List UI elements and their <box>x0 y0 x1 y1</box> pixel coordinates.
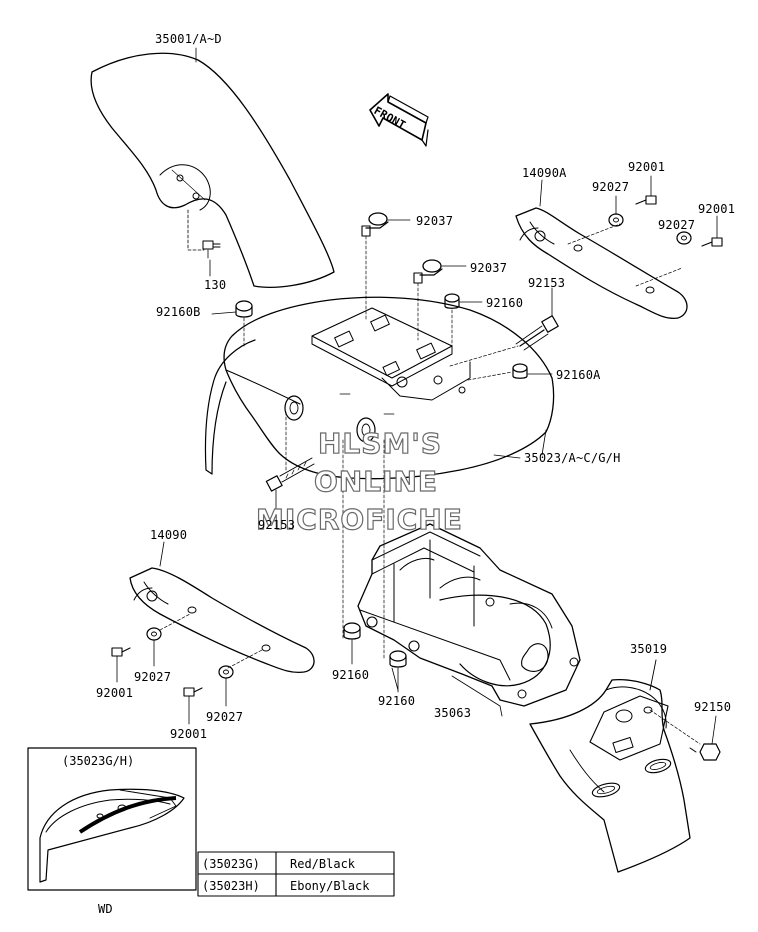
color-table-code-2: (35023H) <box>202 879 260 893</box>
label-damper-92160b: 92160B <box>156 305 201 319</box>
watermark-line-3: MICROFICHE <box>255 503 463 536</box>
label-damper-92160-top: 92160 <box>486 296 524 310</box>
label-washer-92027-b: 92027 <box>658 218 696 232</box>
washer-92027-icon <box>676 231 692 245</box>
bolt-92153-icon <box>449 287 559 367</box>
inset-box <box>27 747 197 891</box>
label-cover-14090: 14090 <box>150 528 188 542</box>
damper-92160-icon <box>343 622 361 665</box>
washer-92027-icon <box>608 195 624 227</box>
label-bolt-92153-left: 92153 <box>258 518 296 532</box>
label-washer-92027-a: 92027 <box>592 180 630 194</box>
bolt-92150-icon <box>689 715 721 761</box>
damper-92160-icon <box>444 293 483 347</box>
clamp-92037-icon <box>413 259 467 341</box>
side-cover-14090a <box>515 179 688 320</box>
label-washer-92027-d: 92027 <box>206 710 244 724</box>
watermark-line-2: ONLINE <box>313 465 439 498</box>
label-rear-fender: 35023/A~C/G/H <box>524 451 621 465</box>
washer-92027-icon <box>218 665 234 707</box>
side-cover-14090 <box>129 541 315 674</box>
label-washer-92027-c: 92027 <box>134 670 172 684</box>
label-front-fender: 35001/A~D <box>155 32 222 46</box>
front-fender <box>90 52 335 288</box>
damper-92160a-icon <box>467 363 553 381</box>
inset-caption: WD <box>98 902 113 916</box>
screw-92001-icon <box>635 175 657 205</box>
screw-92001-icon <box>183 687 203 725</box>
color-table-color-2: Ebony/Black <box>290 879 370 893</box>
watermark-line-1: HLSM'S <box>317 427 443 460</box>
label-screw-92001-b: 92001 <box>698 202 736 216</box>
label-damper-92160a: 92160A <box>556 368 601 382</box>
bolt-130-icon <box>187 209 221 259</box>
bolt-92153-icon <box>265 457 315 515</box>
clamp-92037-icon <box>361 212 411 321</box>
leader-lines <box>195 47 547 691</box>
color-table-code-1: (35023G) <box>202 857 260 871</box>
screw-92001-icon <box>111 647 131 683</box>
label-screw-92001-c: 92001 <box>96 686 134 700</box>
screw-92001-icon <box>701 215 723 247</box>
washer-92027-icon <box>146 627 162 667</box>
color-table-color-1: Red/Black <box>290 857 356 871</box>
front-arrow-icon <box>369 93 429 147</box>
damper-92160-icon <box>389 650 407 693</box>
label-flap-35019: 35019 <box>630 642 668 656</box>
label-bolt-130: 130 <box>204 278 227 292</box>
label-clamp-92037-a: 92037 <box>416 214 454 228</box>
label-clamp-92037-b: 92037 <box>470 261 508 275</box>
label-bracket-35063: 35063 <box>434 706 472 720</box>
inset-title: (35023G/H) <box>62 754 135 768</box>
label-damper-92160-mid-a: 92160 <box>332 668 370 682</box>
rear-fender <box>204 296 555 661</box>
label-screw-92001-a: 92001 <box>628 160 666 174</box>
label-screw-92001-d: 92001 <box>170 727 208 741</box>
label-bolt-92153-top: 92153 <box>528 276 566 290</box>
rear-flap-35019 <box>529 659 701 873</box>
label-damper-92160-mid-b: 92160 <box>378 694 416 708</box>
label-bolt-92150: 92150 <box>694 700 732 714</box>
label-cover-14090a: 14090A <box>522 166 567 180</box>
color-table <box>197 851 395 897</box>
damper-92160b-icon <box>235 300 253 347</box>
bracket-35063 <box>357 523 581 717</box>
